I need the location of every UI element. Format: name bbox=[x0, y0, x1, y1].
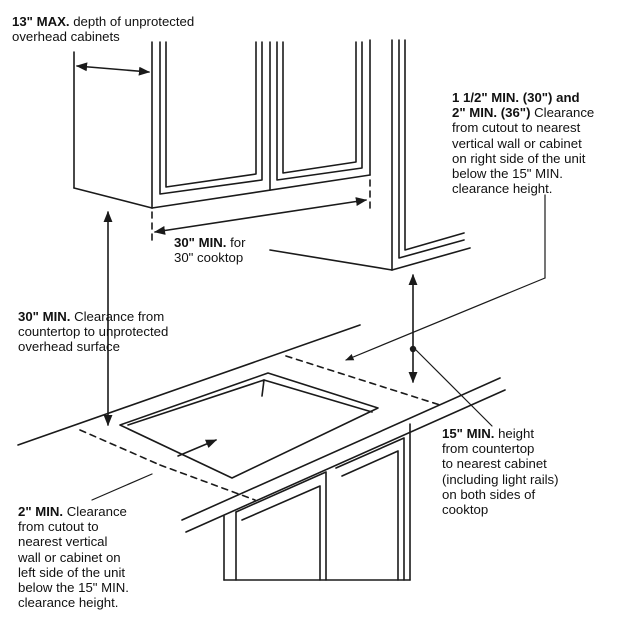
overhead-clearance-rest: Clearance from bbox=[70, 309, 165, 324]
left-clearance-label: 2" MIN. Clearance from cutout to nearest… bbox=[18, 504, 129, 610]
cooktop-width-rest: for bbox=[226, 235, 246, 250]
lower-cabinet bbox=[223, 423, 411, 581]
left-clearance-line: clearance height. bbox=[18, 595, 119, 611]
cabinet-height-line: to nearest cabinet bbox=[442, 456, 547, 472]
right-clearance-line: on right side of the unit bbox=[452, 150, 586, 166]
overhead-clearance-line: countertop to unprotected bbox=[18, 324, 169, 340]
cabinet-height-line: on both sides of bbox=[442, 486, 536, 502]
left-clearance-line: nearest vertical bbox=[18, 534, 108, 550]
cooktop-width-bold: 30" MIN. bbox=[174, 235, 227, 250]
cabinet-height-label: 15" MIN. height from countertop to neare… bbox=[442, 426, 559, 517]
cooktop-width-label: 30" MIN. for 30" cooktop bbox=[174, 235, 245, 265]
right-clearance-line: clearance height. bbox=[452, 181, 553, 197]
max-depth-rest: depth of unprotected bbox=[69, 14, 195, 29]
cooktop-width-line: 30" cooktop bbox=[174, 250, 244, 266]
left-clearance-line: left side of the unit bbox=[18, 564, 126, 580]
dashed-guides bbox=[79, 179, 441, 501]
cabinet-height-line: cooktop bbox=[442, 502, 489, 518]
right-clearance-bold-1: 1 1/2" MIN. (30") and bbox=[452, 90, 580, 105]
upper-left-cabinet bbox=[73, 39, 371, 209]
cabinet-height-rest: height bbox=[494, 426, 535, 441]
max-depth-label: 13" MAX. depth of unprotected overhead c… bbox=[12, 14, 194, 44]
cooktop-cutout bbox=[119, 372, 379, 479]
overhead-clearance-bold: 30" MIN. bbox=[18, 309, 71, 324]
overhead-clearance-line: overhead surface bbox=[18, 339, 120, 355]
measurement-point-dot bbox=[409, 345, 417, 353]
upper-right-cabinet bbox=[269, 39, 471, 271]
dimension-arrows bbox=[75, 62, 418, 457]
left-clearance-line: below the 15" MIN. bbox=[18, 580, 129, 596]
max-depth-bold: 13" MAX. bbox=[12, 14, 70, 29]
right-clearance-line: vertical wall or cabinet bbox=[452, 135, 582, 151]
countertop bbox=[17, 324, 506, 533]
left-clearance-line: wall or cabinet on bbox=[18, 549, 121, 565]
leader-lines bbox=[91, 194, 546, 501]
left-clearance-rest: Clearance bbox=[63, 504, 127, 519]
cabinet-height-bold: 15" MIN. bbox=[442, 426, 495, 441]
cabinet-height-line: from countertop bbox=[442, 441, 535, 457]
left-clearance-bold: 2" MIN. bbox=[18, 504, 64, 519]
right-clearance-rest: Clearance bbox=[530, 105, 595, 121]
left-clearance-line: from cutout to bbox=[18, 519, 99, 535]
max-depth-line: overhead cabinets bbox=[12, 29, 120, 45]
right-clearance-line: from cutout to nearest bbox=[452, 120, 581, 136]
right-clearance-line: below the 15" MIN. bbox=[452, 166, 563, 182]
cabinet-height-line: (including light rails) bbox=[442, 471, 559, 487]
overhead-clearance-label: 30" MIN. Clearance from countertop to un… bbox=[18, 309, 168, 355]
right-clearance-label: 1 1/2" MIN. (30") and 2" MIN. (36") Clea… bbox=[452, 90, 594, 196]
right-clearance-bold-2: 2" MIN. (36") bbox=[452, 105, 531, 121]
